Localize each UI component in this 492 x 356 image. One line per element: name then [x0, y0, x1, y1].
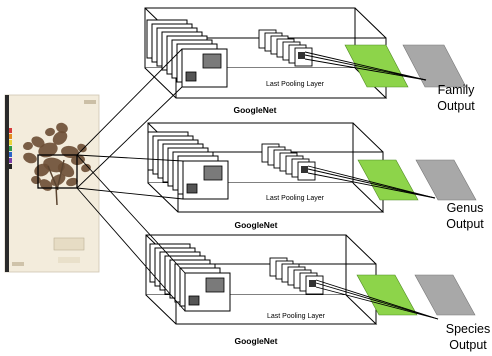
plant-leaf — [66, 177, 78, 187]
specimen-label — [12, 262, 24, 266]
plant-leaf — [77, 143, 87, 153]
herbarium-specimen-image — [4, 94, 100, 273]
plant-leaf — [31, 136, 45, 148]
connector-line — [315, 286, 439, 320]
input-line — [76, 187, 184, 200]
small-filter-patch — [188, 295, 200, 306]
pooled-unit — [298, 52, 305, 59]
connector-line — [307, 165, 436, 199]
input-line — [76, 154, 186, 274]
fc-layer-gray — [415, 159, 477, 201]
connector-line — [304, 58, 427, 81]
output-label: Output — [449, 338, 487, 352]
pooled-unit — [309, 280, 316, 287]
plant-leaf — [71, 154, 85, 166]
googlenet-label: GoogleNet — [235, 336, 278, 346]
last-pooling-layer-label: Last Pooling Layer — [266, 195, 325, 202]
input-line — [76, 86, 183, 189]
last-pooling-layer-label: Last Pooling Layer — [266, 81, 325, 88]
small-filter-patch — [186, 183, 198, 194]
network-branches: Last Pooling LayerGoogleNetFamilyOutputL… — [76, 7, 490, 352]
color-calibration-patch — [9, 140, 12, 145]
output-label: Output — [446, 217, 484, 231]
output-label: Genus — [447, 201, 484, 215]
specimen-label — [53, 237, 85, 251]
last-pooling-layer-label: Last Pooling Layer — [267, 313, 326, 320]
specimen-stamp — [84, 100, 96, 104]
plant-leaf — [56, 122, 68, 134]
output-label: Species — [446, 322, 490, 336]
googlenet-label: GoogleNet — [235, 220, 278, 230]
input-line — [76, 187, 186, 312]
color-calibration-patch — [9, 164, 12, 169]
input-line — [76, 154, 184, 162]
large-filter-patch — [205, 277, 225, 293]
plant-leaf — [81, 163, 91, 173]
plant-leaf — [45, 127, 55, 137]
color-calibration-patch — [9, 152, 12, 157]
network-box-edge — [354, 7, 387, 39]
fc-layer-gray — [402, 44, 467, 88]
crop-region-box — [37, 154, 78, 189]
network-box-edge — [352, 122, 384, 153]
specimen-edge — [5, 95, 9, 272]
network-box-edge — [345, 234, 377, 265]
connector-line — [304, 51, 427, 81]
connector-line — [315, 282, 439, 320]
input-line — [76, 48, 183, 156]
plant-leaf — [23, 141, 33, 151]
large-filter-patch — [203, 165, 223, 181]
small-filter-patch — [185, 71, 197, 82]
googlenet-label: GoogleNet — [234, 105, 277, 115]
connector-line — [307, 172, 436, 199]
fc-layer-green — [344, 44, 409, 88]
connector-line — [315, 279, 439, 320]
color-calibration-patch — [9, 146, 12, 151]
output-label: Output — [437, 99, 475, 113]
connector-line — [304, 54, 427, 81]
fc-layer-gray — [414, 274, 476, 316]
plant-leaf — [23, 152, 37, 164]
plant-leaf — [52, 131, 68, 145]
fc-layer-green — [357, 159, 419, 201]
plant-stem — [47, 159, 65, 206]
large-filter-patch — [202, 53, 222, 69]
color-calibration-patch — [9, 128, 12, 133]
specimen-label — [58, 257, 80, 263]
color-calibration-patch — [9, 134, 12, 139]
color-calibration-patch — [9, 158, 12, 163]
pooled-unit — [301, 166, 308, 173]
connector-line — [307, 168, 436, 199]
output-label: Family — [438, 83, 476, 97]
